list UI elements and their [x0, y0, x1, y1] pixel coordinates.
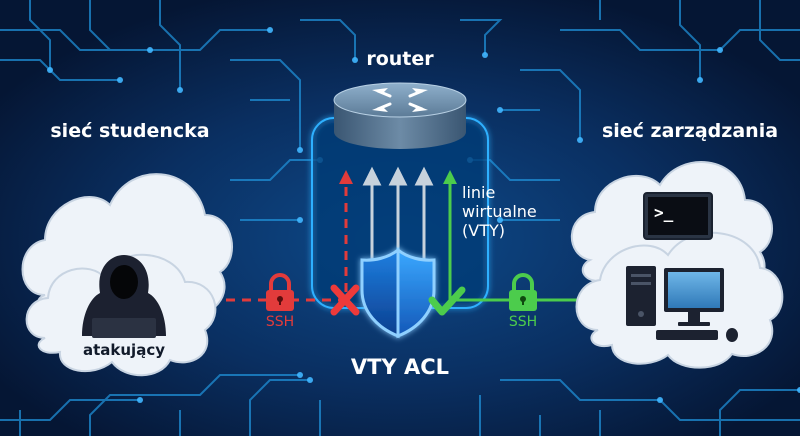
management-network-label: sieć zarządzania: [601, 120, 779, 142]
hooded-hacker-icon: [82, 255, 166, 338]
attacker-label: atakujący: [82, 341, 165, 359]
vty-label-line3: (VTY): [462, 221, 505, 240]
shield-icon: [360, 246, 436, 339]
student-network-label: sieć studencka: [50, 120, 210, 142]
terminal-prompt: >_: [654, 203, 674, 222]
green-lock-icon: [509, 273, 537, 311]
circuit-nodes: [47, 27, 800, 403]
terminal-icon: [643, 192, 713, 240]
router-label: router: [366, 48, 434, 70]
acl-label: VTY ACL: [350, 355, 450, 379]
ssh-blocked-label: SSH: [265, 314, 295, 330]
router-icon: [333, 82, 467, 149]
vty-label-line1: linie: [462, 183, 496, 202]
permit-check-icon: [428, 286, 466, 316]
vty-label-line2: wirtualne: [462, 202, 537, 221]
desktop-computer-icon: [626, 266, 738, 342]
ssh-allowed-label: SSH: [508, 314, 538, 330]
deny-x-icon: [330, 284, 360, 316]
red-lock-icon: [266, 273, 294, 311]
